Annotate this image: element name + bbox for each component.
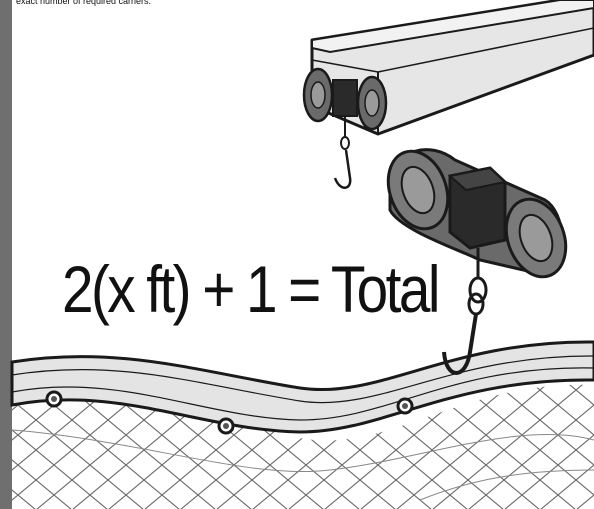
carrier-enlarged [386,148,568,279]
carrier-hook [442,248,488,375]
track-carrier-hook [333,116,352,189]
left-sidebar-strip [0,0,12,509]
caption-text: exact number of required carriers. [16,0,152,6]
grommet [396,397,414,415]
carrier-formula: 2(x ft) + 1 = Total [62,252,440,326]
track-carrier [302,67,388,131]
grommet [217,417,235,435]
grommet [45,390,63,408]
